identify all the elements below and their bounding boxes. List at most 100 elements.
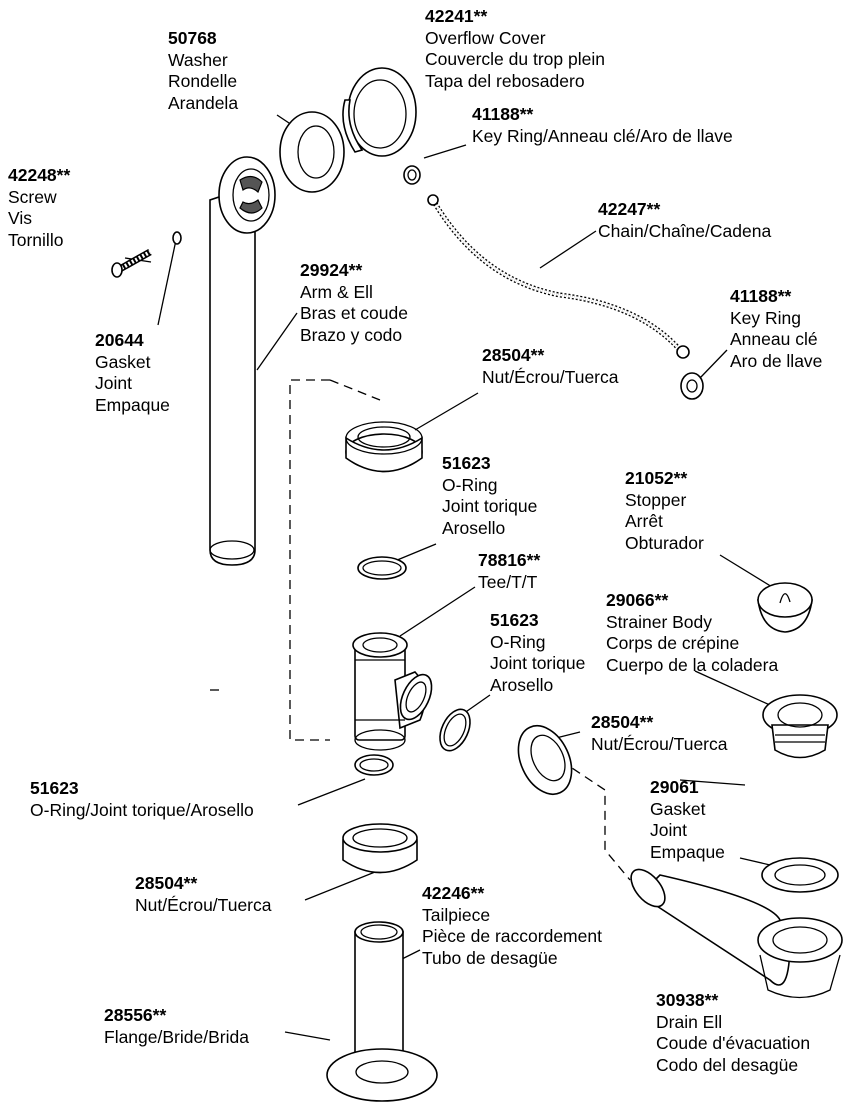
callout-screw: 42248** Screw Vis Tornillo — [8, 165, 70, 251]
part-description: Empaque — [650, 841, 725, 862]
strainer-body — [762, 694, 838, 759]
part-description: Joint — [95, 373, 132, 393]
part-description: Arosello — [442, 517, 506, 538]
part-description: O-Ring — [442, 474, 498, 495]
nut-lower — [342, 823, 418, 874]
part-description: Pièce de raccordement — [422, 926, 602, 946]
part-description: Corps de crépine — [606, 633, 740, 653]
part-number: 30938** — [656, 990, 719, 1010]
part-description: Chain/Chaîne/Cadena — [598, 220, 772, 241]
part-description: Rondelle — [168, 71, 238, 91]
part-number: 20644 — [95, 330, 144, 350]
callout-chain: 42247** Chain/Chaîne/Cadena — [598, 199, 771, 242]
key-ring-lower — [680, 372, 704, 400]
stopper — [757, 582, 813, 633]
part-description: O-Ring/Joint torique/Arosello — [30, 799, 254, 820]
part-description: O-Ring — [490, 631, 546, 652]
part-number: 41188** — [472, 104, 534, 124]
callout-overflow-cover: 42241** Overflow Cover Couvercle du trop… — [425, 6, 605, 92]
callout-tee: 78816** Tee/T/T — [478, 550, 540, 593]
callout-tailpiece: 42246** Tailpiece Pièce de raccordement … — [422, 883, 602, 969]
o-ring-upper — [357, 556, 407, 580]
screw — [111, 248, 152, 278]
part-description: Washer — [168, 49, 228, 70]
callout-large-gasket: 29061 Gasket Joint Empaque — [650, 777, 725, 863]
callout-o-ring-side: 51623 O-Ring Joint torique Arosello — [490, 610, 585, 696]
part-description: Tailpiece — [422, 904, 491, 925]
key-ring-upper — [403, 165, 421, 185]
part-number: 78816** — [478, 550, 541, 570]
part-description: Screw — [8, 186, 57, 207]
part-description: Tubo de desagüe — [422, 947, 558, 968]
callout-arm-and-ell: 29924** Arm & Ell Bras et coude Brazo y … — [300, 260, 408, 346]
part-description: Key Ring/Anneau clé/Aro de llave — [472, 125, 733, 146]
part-description: Nut/Écrou/Tuerca — [482, 366, 619, 387]
flange — [326, 1048, 438, 1102]
part-number: 51623 — [442, 453, 491, 473]
part-description: Joint torique — [442, 496, 538, 516]
part-number: 51623 — [490, 610, 539, 630]
callout-nut-right: 28504** Nut/Écrou/Tuerca — [591, 712, 728, 755]
nut-right — [517, 725, 573, 795]
part-number: 28504** — [482, 345, 545, 365]
part-description: Anneau clé — [730, 329, 818, 349]
part-description: Overflow Cover — [425, 27, 546, 48]
part-description: Arosello — [490, 674, 554, 695]
arm-and-ell — [209, 156, 276, 566]
part-description: Cuerpo de la coladera — [606, 654, 779, 675]
part-description: Tee/T/T — [478, 571, 538, 592]
part-number: 42248** — [8, 165, 71, 185]
part-description: Joint torique — [490, 653, 586, 673]
drain-ell — [630, 868, 843, 999]
part-number: 42246** — [422, 883, 485, 903]
washer — [279, 111, 345, 193]
part-number: 28556** — [104, 1005, 167, 1025]
overflow-cover — [342, 67, 417, 157]
part-description: Obturador — [625, 532, 704, 553]
part-number: 29924** — [300, 260, 363, 280]
callout-stopper: 21052** Stopper Arrêt Obturador — [625, 468, 704, 554]
part-number: 21052** — [625, 468, 688, 488]
part-description: Joint — [650, 820, 687, 840]
part-number: 51623 — [30, 778, 79, 798]
callout-washer: 50768 Washer Rondelle Arandela — [168, 28, 238, 114]
part-number: 42241** — [425, 6, 488, 26]
part-description: Arandela — [168, 92, 239, 113]
part-description: Nut/Écrou/Tuerca — [591, 733, 728, 754]
part-number: 41188** — [730, 286, 792, 306]
callout-o-ring-lower: 51623 O-Ring/Joint torique/Arosello — [30, 778, 254, 821]
part-number: 28504** — [135, 873, 198, 893]
part-description: Empaque — [95, 394, 170, 415]
part-description: Arrêt — [625, 511, 663, 531]
callout-nut-upper: 28504** Nut/Écrou/Tuerca — [482, 345, 619, 388]
part-description: Flange/Bride/Brida — [104, 1026, 249, 1047]
large-gasket — [761, 857, 839, 893]
part-number: 50768 — [168, 28, 217, 48]
part-description: Tapa del rebosadero — [425, 70, 585, 91]
part-description: Gasket — [650, 798, 706, 819]
part-description: Arm & Ell — [300, 281, 373, 302]
part-number: 29066** — [606, 590, 669, 610]
part-description: Drain Ell — [656, 1011, 723, 1032]
part-description: Tornillo — [8, 229, 64, 250]
part-number: 42247** — [598, 199, 661, 219]
part-description: Coude d'évacuation — [656, 1033, 811, 1053]
callout-key-ring-lower: 41188** Key Ring Anneau clé Aro de llave — [730, 286, 822, 372]
callout-small-gasket: 20644 Gasket Joint Empaque — [95, 330, 170, 416]
small-gasket — [172, 231, 182, 245]
callout-drain-ell: 30938** Drain Ell Coude d'évacuation Cod… — [656, 990, 810, 1076]
nut-upper — [345, 421, 423, 473]
part-description: Codo del desagüe — [656, 1054, 799, 1075]
part-number: 29061 — [650, 777, 699, 797]
tee — [352, 632, 433, 751]
assembly-guides — [210, 379, 631, 881]
callout-flange: 28556** Flange/Bride/Brida — [104, 1005, 249, 1048]
part-description: Aro de llave — [730, 350, 823, 371]
callout-key-ring-upper: 41188** Key Ring/Anneau clé/Aro de llave — [472, 104, 733, 147]
chain — [427, 194, 690, 359]
callout-strainer-body: 29066** Strainer Body Corps de crépine C… — [606, 590, 778, 676]
part-number: 28504** — [591, 712, 654, 732]
part-description: Stopper — [625, 489, 687, 510]
